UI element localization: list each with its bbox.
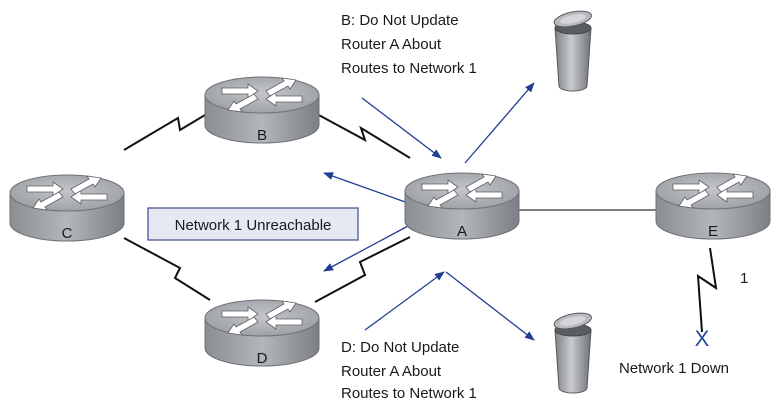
trash-can-top — [552, 7, 594, 92]
note-b-line1: B: Do Not Update — [341, 12, 459, 29]
update-arrows — [323, 82, 535, 341]
arrow-a-to-trash-top — [464, 82, 535, 164]
serial-link-b-a — [314, 112, 411, 159]
arrow-a-to-trash-bottom — [445, 271, 535, 341]
router-c-label: C — [62, 225, 73, 242]
arrow-a-to-b — [323, 172, 409, 204]
unreachable-box: Network 1 Unreachable — [147, 207, 359, 241]
arrow-a-to-d — [323, 225, 409, 272]
router-a: A — [404, 172, 520, 240]
link-label: 1 — [740, 270, 748, 287]
unreachable-text: Network 1 Unreachable — [175, 217, 332, 234]
router-d-label: D — [257, 350, 268, 367]
trash-can-bottom — [552, 309, 594, 394]
note-d-line1: D: Do Not Update — [341, 339, 459, 356]
arrow-d-to-a — [364, 271, 445, 331]
note-d-line3: Routes to Network 1 — [341, 385, 477, 401]
trash-can-icon — [552, 309, 594, 394]
serial-link-d-a — [314, 236, 411, 303]
note-b-line3: Routes to Network 1 — [341, 60, 477, 77]
note-b-line2: Router A About — [341, 36, 442, 53]
router-a-label: A — [457, 223, 467, 240]
note-b: B: Do Not Update Router A About Routes t… — [341, 12, 477, 77]
arrow-b-to-a — [361, 97, 442, 159]
note-d: D: Do Not Update Router A About Routes t… — [341, 339, 477, 401]
serial-link-e-network1 — [696, 247, 718, 333]
router-b: B — [204, 76, 320, 144]
router-c: C — [9, 174, 125, 242]
router-d: D — [204, 299, 320, 367]
router-e: E — [655, 172, 771, 240]
trash-can-icon — [552, 7, 594, 92]
note-d-line2: Router A About — [341, 363, 442, 380]
serial-link-b-c — [123, 111, 211, 151]
router-b-label: B — [257, 127, 267, 144]
network-down-label: Network 1 Down — [619, 360, 729, 377]
serial-link-c-d — [123, 237, 211, 301]
failure-x-mark: X — [695, 326, 710, 351]
links — [123, 111, 718, 333]
router-e-label: E — [708, 223, 718, 240]
